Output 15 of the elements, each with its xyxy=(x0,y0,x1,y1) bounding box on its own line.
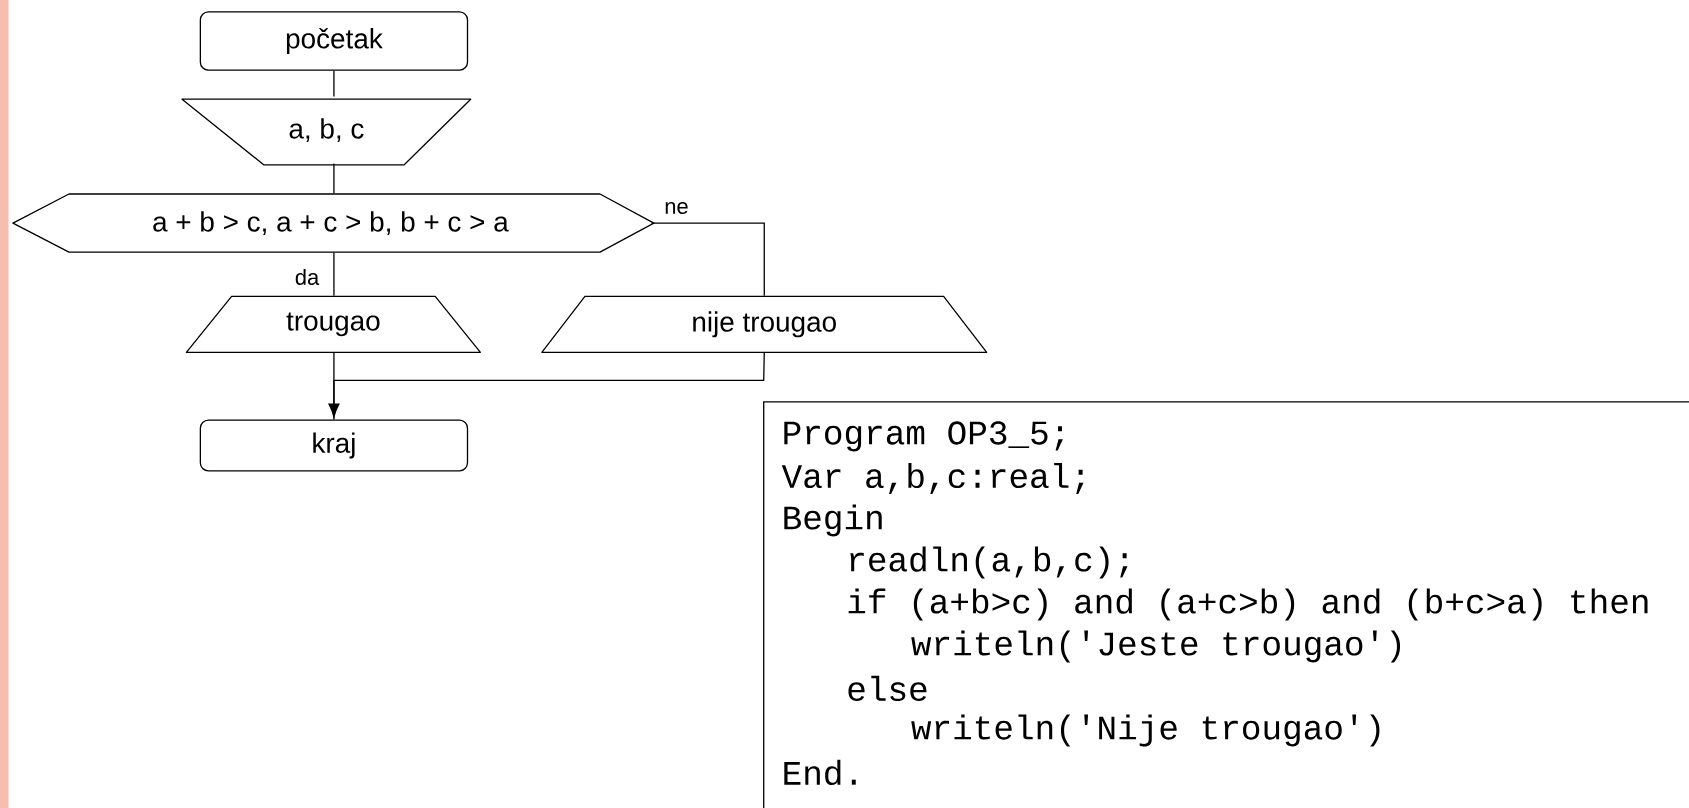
terminal-box: kraj xyxy=(199,419,469,472)
connector xyxy=(650,222,765,297)
output-trapezoid: nije trougao xyxy=(541,295,988,353)
connector xyxy=(328,352,765,418)
connector xyxy=(333,352,335,421)
input-trapezoid: a, b, c xyxy=(181,98,472,166)
connector xyxy=(333,162,335,194)
connector xyxy=(333,252,335,297)
edge-label: da xyxy=(293,267,321,286)
edge-label: ne xyxy=(663,201,690,215)
decision-hexagon: a + b > c, a + c > b, b + c > a xyxy=(12,193,655,253)
code-box: Program OP3_5; Var a,b,c:real; Begin readln(a,b,c); if (a+b>c) and (a+c>b) and (b+c>a) then writeln('Jeste trougao') else writeln('Nije trougao') End. xyxy=(763,401,1689,808)
connector xyxy=(333,70,335,98)
output-trapezoid: trougao xyxy=(185,295,482,353)
terminal-box: početak xyxy=(199,11,469,71)
